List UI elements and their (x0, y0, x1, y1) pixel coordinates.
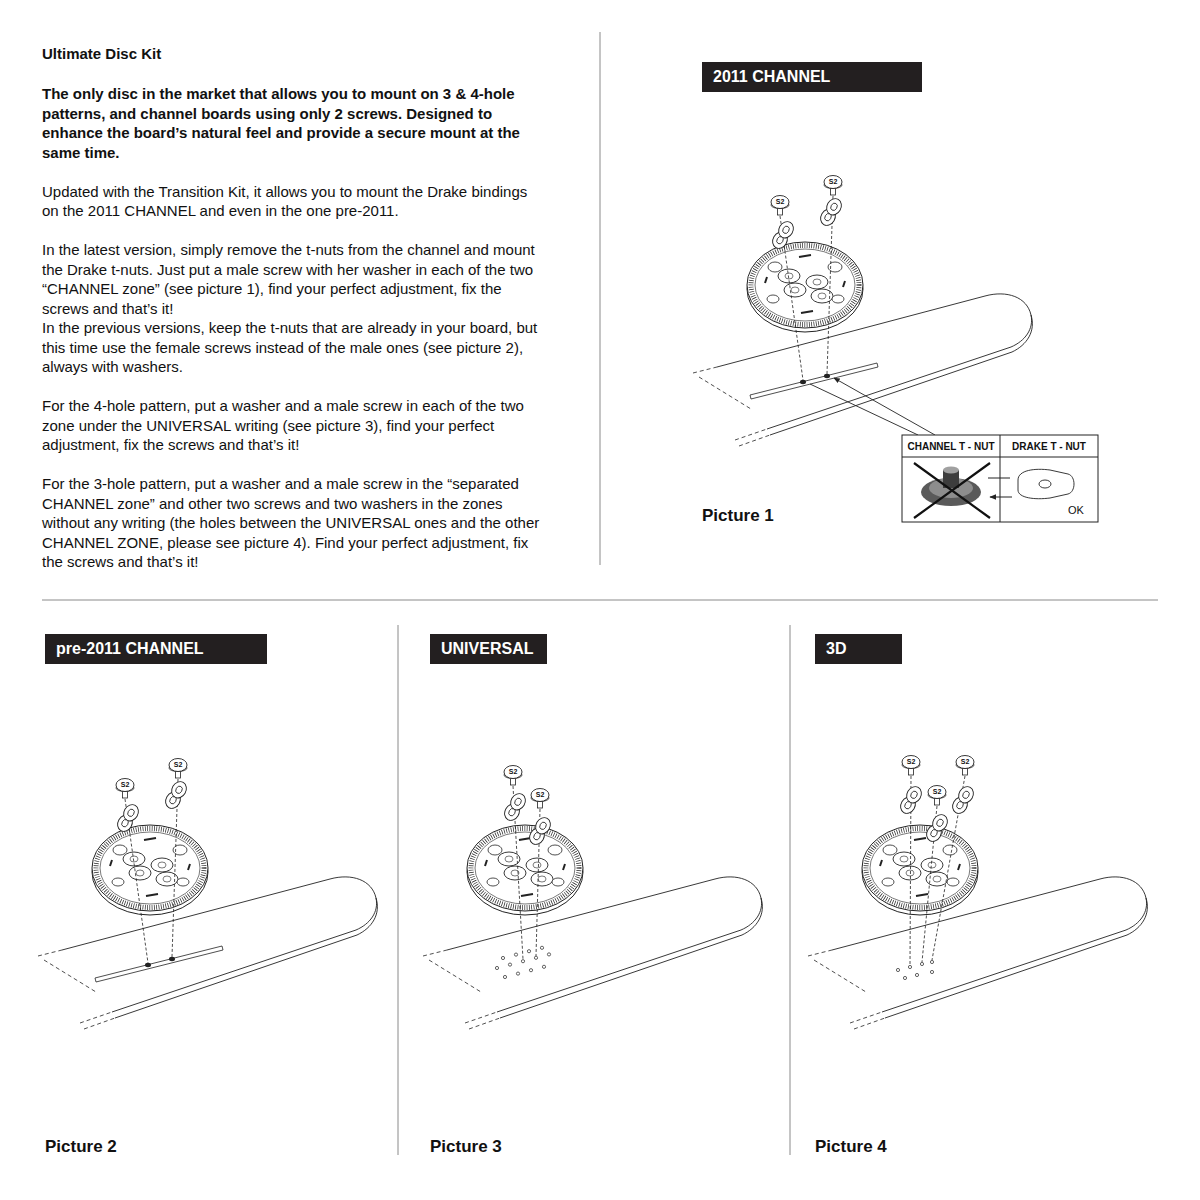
mount-holes (896, 960, 933, 979)
picture-caption: Picture 1 (702, 506, 774, 526)
screw-label: S2 (933, 788, 942, 796)
section-header-band: 2011 CHANNEL (702, 62, 922, 92)
swap-arrow (988, 478, 1012, 497)
screw-label: S2 (961, 758, 970, 766)
section-header: 2011 CHANNEL (713, 62, 830, 92)
section-header: UNIVERSAL (441, 634, 533, 664)
channel-t-nut-photo (914, 463, 990, 518)
section-header-band: UNIVERSAL (430, 634, 547, 664)
body-paragraph: In the latest version, simply remove the… (42, 240, 547, 318)
screw-label: S2 (174, 761, 183, 769)
mount-holes (495, 946, 550, 978)
table-cell: OK (1068, 503, 1084, 517)
section-header-band: 3D (815, 634, 902, 664)
divider (42, 600, 1158, 601)
screw-label: S2 (829, 178, 838, 186)
channel-mount-picture (38, 759, 377, 1030)
screw-label: S2 (776, 198, 785, 206)
text-column: The only disc in the market that allows … (42, 84, 547, 572)
table-header: DRAKE T - NUT (1000, 437, 1098, 457)
section-header-band: pre-2011 CHANNEL (45, 634, 267, 664)
divider (398, 625, 399, 1155)
3d-mount-picture (808, 756, 1147, 1030)
callout-arrow (810, 378, 935, 435)
screw-label: S2 (121, 781, 130, 789)
body-paragraph: For the 3-hole pattern, put a washer and… (42, 474, 547, 572)
picture-caption: Picture 3 (430, 1137, 502, 1157)
body-paragraph: For the 4-hole pattern, put a washer and… (42, 396, 547, 455)
body-paragraph: In the previous versions, keep the t-nut… (42, 318, 547, 377)
divider (790, 625, 791, 1155)
screw-label: S2 (509, 768, 518, 776)
drake-t-nut-drawing (1018, 469, 1074, 498)
section-header: pre-2011 CHANNEL (56, 634, 204, 664)
channel-mount-picture (693, 176, 1032, 447)
section-header: 3D (826, 634, 846, 664)
divider (600, 32, 601, 565)
body-paragraph: Updated with the Transition Kit, it allo… (42, 182, 547, 221)
page-title: Ultimate Disc Kit (42, 44, 161, 63)
picture-caption: Picture 2 (45, 1137, 117, 1157)
table-header: CHANNEL T - NUT (902, 437, 1000, 457)
screw-label: S2 (536, 791, 545, 799)
t-nut-table (902, 435, 1098, 522)
intro-paragraph: The only disc in the market that allows … (42, 84, 547, 162)
screw-label: S2 (907, 758, 916, 766)
picture-caption: Picture 4 (815, 1137, 887, 1157)
universal-mount-picture (423, 766, 762, 1030)
